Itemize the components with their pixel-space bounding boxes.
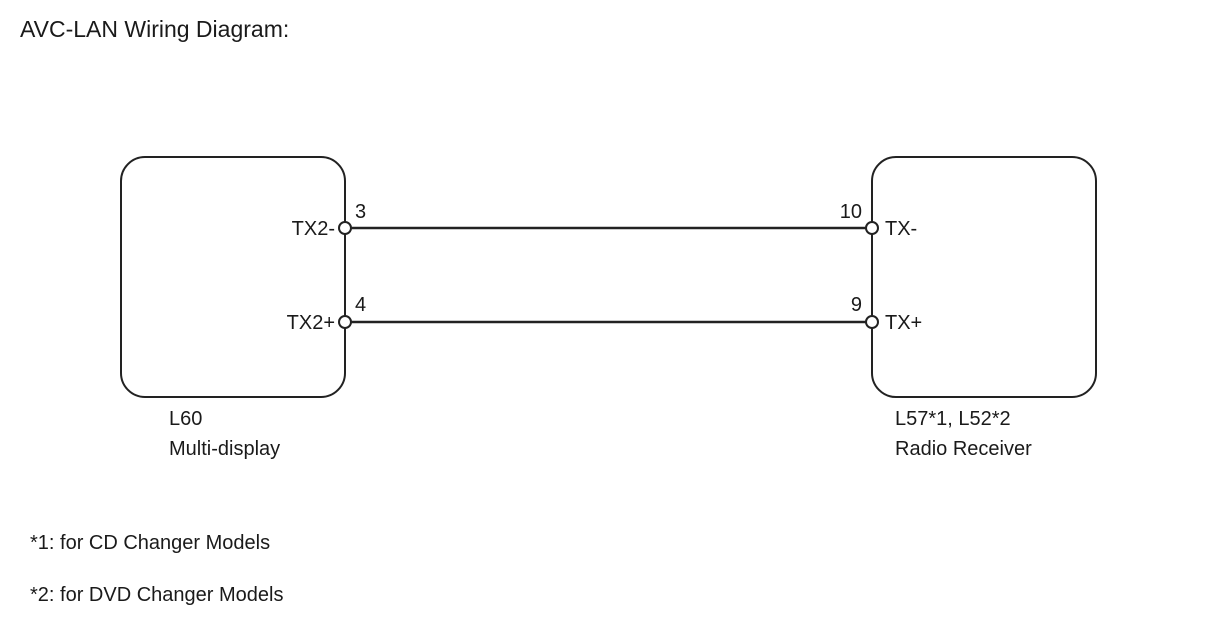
terminal-tx-plus [865,315,879,329]
left-terminal-label: TX2+ [287,312,335,334]
radio-receiver-box [871,156,1097,398]
diagram-title: AVC-LAN Wiring Diagram: [20,16,290,42]
left-terminal-label: TX2- [292,218,335,240]
component-code: L60 [169,408,203,430]
terminal-tx-minus [865,221,879,235]
terminal-tx2-plus [338,315,352,329]
left-pin-number: 4 [355,294,366,316]
component-name: Radio Receiver [895,438,1032,460]
component-code: L57*1, L52*2 [895,408,1011,430]
footnote: *1: for CD Changer Models [30,532,271,554]
radio-receiver-label: L57*1, L52*2 Radio Receiver [895,404,1032,464]
footnote: *2: for DVD Changer Models [30,584,284,606]
multi-display-label: L60 Multi-display [169,404,280,464]
component-name: Multi-display [169,438,281,460]
left-pin-number: 3 [355,201,366,223]
right-terminal-label: TX+ [885,312,922,334]
multi-display-box [120,156,346,398]
right-pin-number: 9 [851,294,862,316]
terminal-tx2-minus [338,221,352,235]
right-pin-number: 10 [840,201,862,223]
right-terminal-label: TX- [885,218,917,240]
